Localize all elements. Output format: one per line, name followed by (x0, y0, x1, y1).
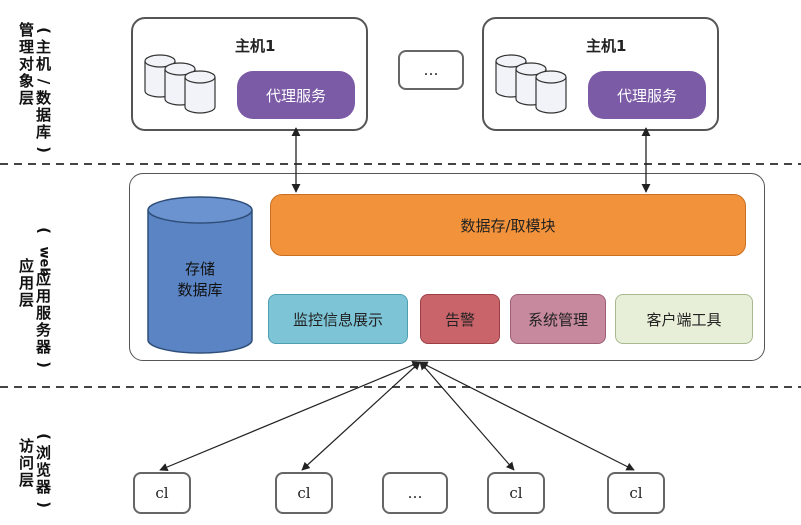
layer-label-management-main: 管 理 对 象 层 (18, 21, 34, 107)
agent-service-pill: 代理服务 (588, 71, 706, 119)
client-box-2: cl (275, 472, 333, 514)
more-hosts-box: … (398, 50, 464, 90)
layer-label-application-sub: ( web 应 用 服 务 器 ) (35, 227, 53, 368)
client-box-4: cl (607, 472, 665, 514)
more-clients-box: … (382, 472, 448, 514)
client-box-3: cl (487, 472, 545, 514)
system-management-module: 系统管理 (510, 294, 606, 344)
host-box-2: 主机1 代理服务 (482, 17, 719, 131)
database-stack-icon (495, 54, 567, 114)
host-title: 主机1 (235, 37, 276, 55)
client-tool-module: 客户端工具 (615, 294, 753, 344)
alarm-module: 告警 (420, 294, 500, 344)
layer-label-management: 管 理 对 象 层 ( 主 机 / 数 据 库 ) (18, 21, 53, 158)
server-to-client1-arrow (159, 361, 421, 471)
client-box-1: cl (133, 472, 191, 514)
monitor-display-module: 监控信息展示 (268, 294, 408, 344)
host-title: 主机1 (586, 37, 627, 55)
layer-label-access-main: 访 问 层 (18, 437, 34, 489)
layer-label-access: 访 问 层 ( 浏 览 器 ) (18, 428, 53, 513)
server-to-client3-arrow (419, 361, 515, 471)
data-access-module: 数据存/取模块 (270, 194, 746, 256)
storage-database-label: 存储 数据库 (177, 260, 223, 299)
layer-label-management-sub: ( 主 机 / 数 据 库 ) (35, 27, 53, 153)
agent-service-pill: 代理服务 (237, 71, 355, 119)
server-to-client2-arrow (301, 361, 421, 471)
server-to-client4-arrow (419, 361, 635, 471)
database-stack-icon (144, 54, 216, 114)
layer-label-access-sub: ( 浏 览 器 ) (35, 433, 53, 508)
host-box-1: 主机1 代理服务 (131, 17, 368, 131)
layer-label-application-main: 应 用 层 (18, 257, 34, 309)
layer-label-application: 应 用 层 ( web 应 用 服 务 器 ) (18, 222, 53, 373)
storage-database-icon (147, 196, 253, 354)
